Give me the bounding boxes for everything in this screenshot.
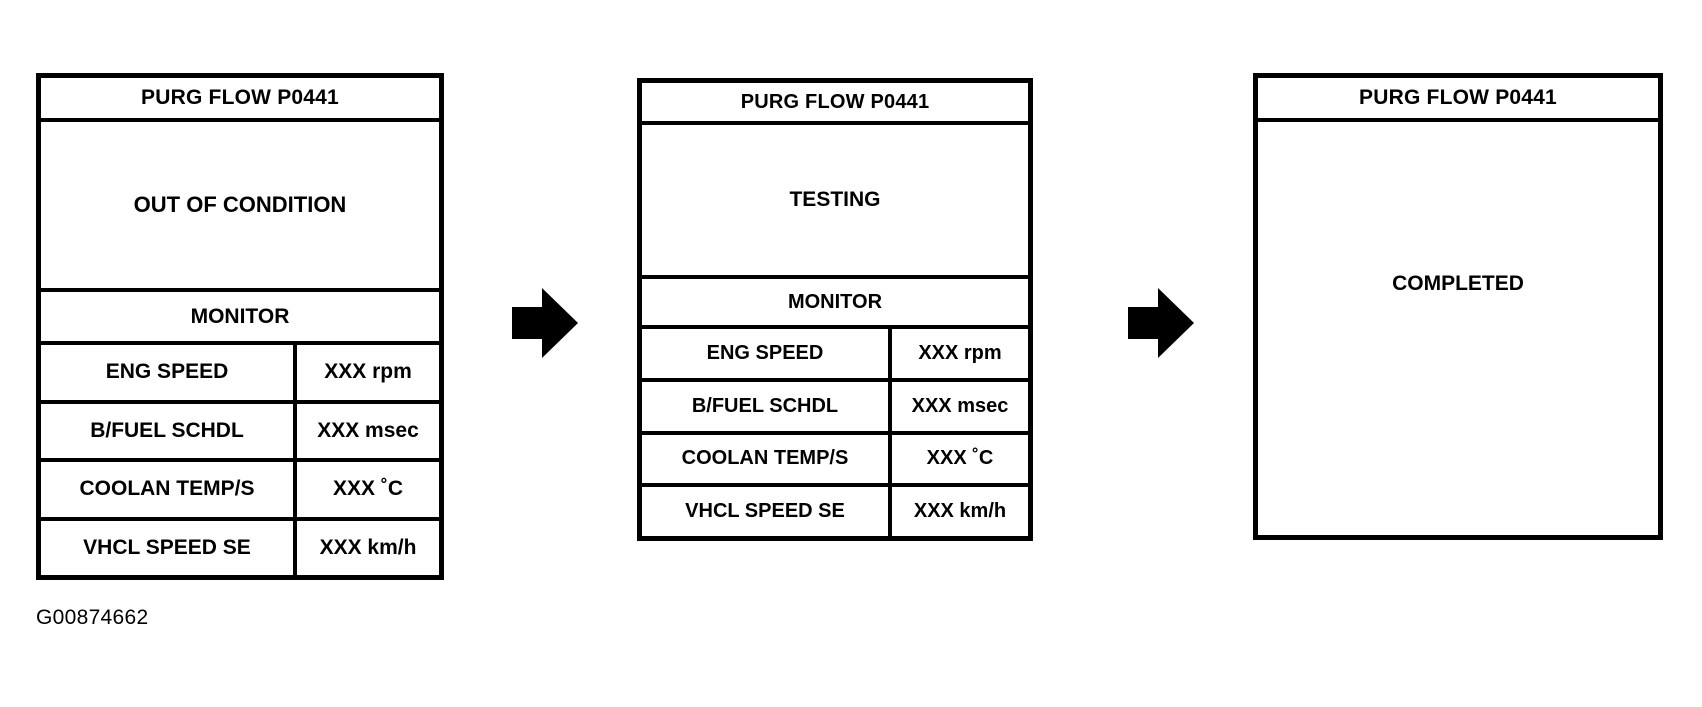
- table-row: B/FUEL SCHDL XXX msec: [41, 403, 439, 462]
- table-row: VHCL SPEED SE XXX km/h: [642, 487, 1028, 536]
- table-row: COOLAN TEMP/S XXX ˚C: [642, 434, 1028, 488]
- screen-1-monitor-header: MONITOR: [41, 292, 439, 345]
- row-value: XXX rpm: [918, 341, 1002, 364]
- screen-3-title: PURG FLOW P0441: [1258, 78, 1658, 122]
- screen-2-monitor-header: MONITOR: [642, 279, 1028, 329]
- screen-2-title: PURG FLOW P0441: [642, 83, 1028, 125]
- row-label: B/FUEL SCHDL: [41, 403, 297, 458]
- row-value: XXX km/h: [319, 535, 417, 559]
- screen-1-title: PURG FLOW P0441: [41, 78, 439, 122]
- row-label: COOLAN TEMP/S: [642, 434, 892, 484]
- table-row: VHCL SPEED SE XXX km/h: [41, 520, 439, 575]
- screen-1-status: OUT OF CONDITION: [41, 122, 439, 292]
- row-label: B/FUEL SCHDL: [642, 381, 892, 431]
- row-label: ENG SPEED: [642, 329, 892, 378]
- scan-tool-screen-1: PURG FLOW P0441 OUT OF CONDITION MONITOR…: [36, 73, 444, 580]
- table-row: ENG SPEED XXX rpm: [41, 345, 439, 404]
- row-value: XXX rpm: [324, 360, 412, 384]
- row-label: ENG SPEED: [41, 345, 297, 400]
- row-label: COOLAN TEMP/S: [41, 462, 297, 517]
- scan-tool-screen-3: PURG FLOW P0441 COMPLETED: [1253, 73, 1663, 540]
- row-value: XXX ˚C: [926, 447, 994, 470]
- right-arrow-icon: [1128, 288, 1194, 358]
- screen-3-status: COMPLETED: [1392, 272, 1524, 295]
- right-arrow-icon: [512, 288, 578, 358]
- row-label: VHCL SPEED SE: [41, 520, 297, 575]
- table-row: COOLAN TEMP/S XXX ˚C: [41, 462, 439, 521]
- table-row: B/FUEL SCHDL XXX msec: [642, 381, 1028, 435]
- row-value: XXX km/h: [913, 500, 1007, 523]
- screen-2-data-table: ENG SPEED XXX rpm B/FUEL SCHDL XXX msec …: [642, 329, 1028, 536]
- row-value: XXX ˚C: [332, 477, 403, 501]
- scan-tool-screen-2: PURG FLOW P0441 TESTING MONITOR ENG SPEE…: [637, 78, 1033, 541]
- figure-caption: G00874662: [36, 606, 149, 629]
- table-row: ENG SPEED XXX rpm: [642, 329, 1028, 382]
- screen-1-data-table: ENG SPEED XXX rpm B/FUEL SCHDL XXX msec …: [41, 345, 439, 575]
- row-value: XXX msec: [317, 418, 419, 442]
- row-label: VHCL SPEED SE: [642, 487, 892, 536]
- screen-2-status: TESTING: [642, 125, 1028, 279]
- row-value: XXX msec: [911, 394, 1009, 417]
